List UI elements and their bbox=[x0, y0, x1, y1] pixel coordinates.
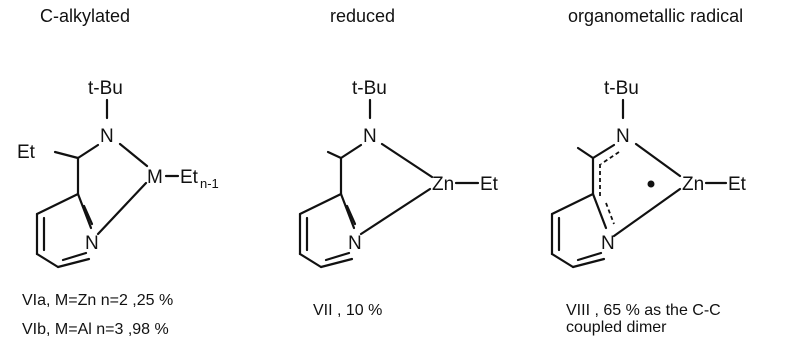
bond-n-zn bbox=[634, 142, 682, 178]
label-metal: M bbox=[147, 167, 163, 188]
caption-compound-c-1: VIII , 65 % as the C-C bbox=[566, 302, 721, 319]
radical-dot bbox=[647, 180, 655, 188]
bond-npy-zn bbox=[359, 187, 432, 236]
bond-n-zn bbox=[380, 142, 434, 179]
caption-compound-b: VII , 10 % bbox=[313, 302, 382, 319]
label-et: Et bbox=[728, 174, 747, 195]
ring-bond bbox=[56, 257, 91, 269]
bond-methyl bbox=[576, 146, 595, 160]
bond-npy-zn bbox=[612, 187, 682, 238]
caption-compound-c-2: coupled dimer bbox=[566, 319, 667, 336]
label-zn: Zn bbox=[682, 174, 704, 195]
ring-bond bbox=[35, 252, 60, 269]
label-n-pyridine: N bbox=[85, 233, 99, 254]
ring-double-bond bbox=[61, 251, 88, 262]
bond-n-c bbox=[339, 143, 363, 160]
compound-b-structure: t-Bu N Zn Et N bbox=[298, 78, 499, 269]
header-organometallic-radical: organometallic radical bbox=[568, 6, 743, 26]
ring-double-bond bbox=[345, 204, 357, 226]
ring-double-bond bbox=[576, 251, 603, 262]
label-n-amine: N bbox=[100, 126, 114, 147]
ring-double-bond bbox=[82, 204, 94, 226]
ring-bond bbox=[319, 257, 354, 269]
label-tbu: t-Bu bbox=[604, 78, 639, 99]
ring-bond bbox=[571, 257, 606, 269]
header-reduced: reduced bbox=[330, 6, 395, 26]
bond-methyl bbox=[326, 150, 343, 160]
label-n-amine: N bbox=[616, 126, 630, 147]
ring-bond bbox=[550, 192, 595, 216]
caption-compound-a-1: VIa, M=Zn n=2 ,25 % bbox=[22, 292, 173, 309]
compound-c-structure: t-Bu N Zn Et N bbox=[550, 78, 747, 269]
ring-bond bbox=[550, 252, 575, 269]
bond-et-c bbox=[53, 150, 80, 160]
label-n-amine: N bbox=[363, 126, 377, 147]
label-n-pyridine: N bbox=[348, 233, 362, 254]
label-et: Et bbox=[480, 174, 499, 195]
label-n-pyridine: N bbox=[601, 233, 615, 254]
ring-bond bbox=[76, 192, 93, 230]
label-tbu: t-Bu bbox=[88, 78, 123, 99]
bond-n-c bbox=[591, 143, 616, 160]
delocalized-bond bbox=[605, 202, 615, 225]
label-metal-ligand: Et bbox=[180, 167, 199, 188]
ring-bond bbox=[35, 192, 80, 216]
ring-bond bbox=[591, 192, 608, 230]
label-subscript: n-1 bbox=[200, 176, 219, 191]
ring-bond bbox=[298, 192, 343, 216]
bond-npy-m bbox=[96, 181, 148, 236]
delocalized-bond bbox=[600, 151, 620, 165]
ring-double-bond bbox=[324, 251, 351, 262]
bond-n-c bbox=[76, 143, 100, 160]
compound-a-structure: t-Bu Et N M Et n-1 N bbox=[17, 78, 219, 269]
label-tbu: t-Bu bbox=[352, 78, 387, 99]
ring-bond bbox=[298, 252, 323, 269]
header-c-alkylated: C-alkylated bbox=[40, 6, 130, 26]
ring-bond bbox=[339, 192, 356, 230]
caption-compound-a-2: VIb, M=Al n=3 ,98 % bbox=[22, 321, 169, 338]
label-et: Et bbox=[17, 142, 36, 163]
bond-n-m bbox=[118, 142, 149, 168]
label-zn: Zn bbox=[432, 174, 454, 195]
